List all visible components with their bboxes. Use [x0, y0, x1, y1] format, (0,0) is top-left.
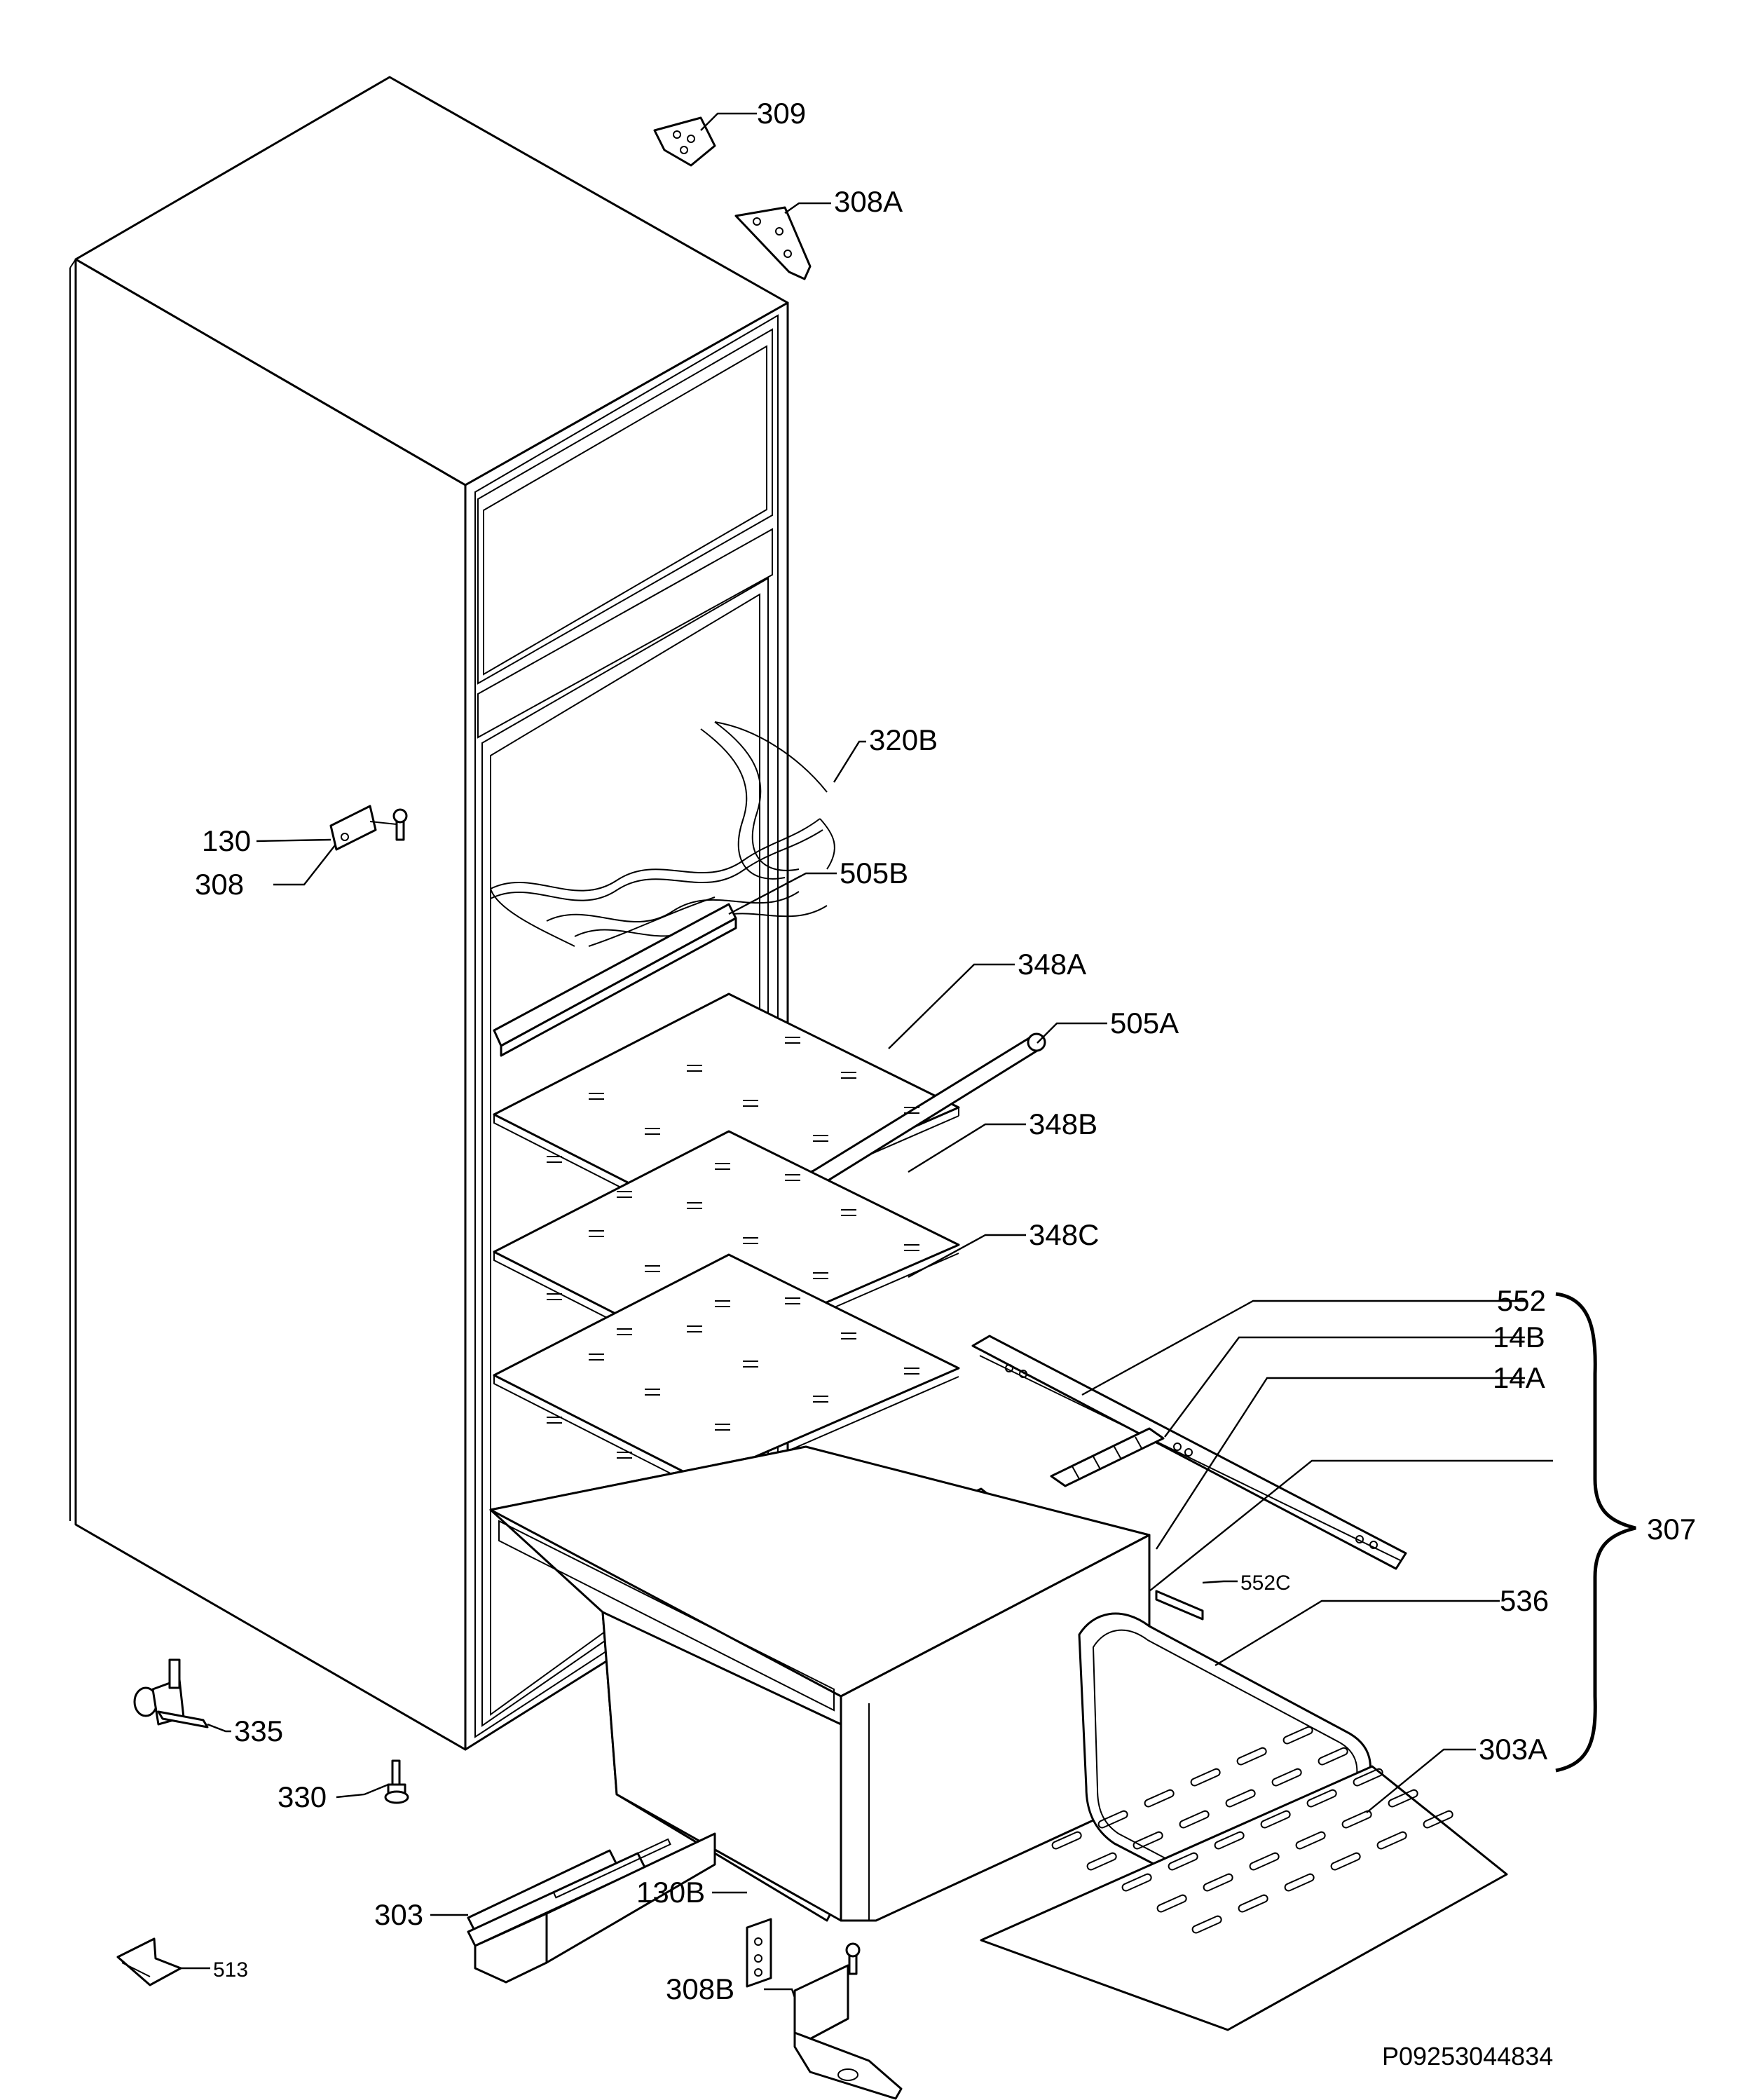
label-536: 536 — [1500, 1584, 1549, 1617]
label-320b: 320B — [869, 723, 938, 756]
vent-slot — [1121, 1873, 1152, 1892]
vent-slot — [1284, 1873, 1315, 1892]
label-308b: 308B — [666, 1972, 734, 2005]
slide-14a — [1050, 1427, 1165, 1487]
label-348c: 348C — [1029, 1218, 1099, 1251]
vent-slot — [1353, 1768, 1383, 1787]
vent-slot — [1260, 1810, 1291, 1829]
vent-slot — [1341, 1810, 1372, 1829]
label-307: 307 — [1647, 1513, 1696, 1546]
label-348a: 348A — [1018, 948, 1086, 981]
top-hinge-plate-308a — [734, 206, 812, 280]
label-130: 130 — [202, 824, 251, 857]
glass-texture — [547, 1037, 919, 1459]
clip-513 — [116, 1937, 182, 1986]
vent-slot — [1190, 1768, 1221, 1787]
vent-slot — [1330, 1852, 1361, 1871]
label-330: 330 — [278, 1780, 327, 1813]
crisper-rail-552 — [971, 1335, 1407, 1570]
label-505b: 505B — [840, 857, 908, 889]
crisper-drawer-536 — [489, 1445, 1151, 1922]
leader-lines — [181, 112, 1553, 1998]
label-308: 308 — [195, 868, 244, 901]
bottom-cover-303a — [980, 1726, 1508, 2031]
label-513: 513 — [213, 1958, 248, 1982]
label-308a: 308A — [834, 185, 903, 218]
label-348b: 348B — [1029, 1107, 1097, 1140]
vent-slot — [1318, 1747, 1348, 1766]
vent-slot — [1282, 1726, 1313, 1745]
side-hinge-130-308 — [329, 805, 408, 851]
part-labels: 309 308A 320B 130 308 505B 348A 505A 348… — [195, 97, 1696, 2071]
vent-slot — [1144, 1789, 1175, 1808]
label-14b: 14B — [1493, 1321, 1545, 1354]
label-303a: 303A — [1479, 1733, 1547, 1766]
drawing-code: P09253044834 — [1382, 2042, 1553, 2071]
top-hinge-plate-309 — [653, 116, 716, 167]
label-505a: 505A — [1110, 1007, 1179, 1039]
vent-slot — [1168, 1852, 1198, 1871]
vent-slot — [1236, 1747, 1267, 1766]
label-552c: 552C — [1240, 1571, 1291, 1595]
trim-strip-505b — [493, 903, 737, 1057]
label-303: 303 — [374, 1898, 423, 1931]
vent-slot — [1388, 1789, 1418, 1808]
vent-slot — [1295, 1831, 1326, 1850]
vent-slot — [1225, 1789, 1256, 1808]
foot-bracket-335 — [133, 1658, 209, 1729]
vent-slot — [1051, 1831, 1082, 1850]
vent-slot — [1271, 1768, 1302, 1787]
vent-slot — [1214, 1831, 1245, 1850]
vent-slot — [1156, 1894, 1187, 1913]
vent-slot — [1191, 1915, 1222, 1934]
drawer-stop-552c — [1155, 1590, 1204, 1621]
screw-330 — [384, 1759, 409, 1804]
label-14a: 14A — [1493, 1361, 1545, 1394]
label-130b: 130B — [636, 1876, 705, 1909]
vent-slot — [1179, 1810, 1210, 1829]
vent-slot — [1423, 1810, 1453, 1829]
label-552: 552 — [1497, 1284, 1546, 1317]
label-335: 335 — [234, 1714, 283, 1747]
label-309: 309 — [757, 97, 806, 130]
vent-slot — [1133, 1831, 1163, 1850]
vent-slot — [1238, 1894, 1268, 1913]
vent-slot — [1306, 1789, 1337, 1808]
base-cover-303 — [467, 1832, 716, 1984]
bottom-hinge-130b — [746, 1918, 772, 1988]
vent-slot — [1086, 1852, 1117, 1871]
vent-slot — [1097, 1810, 1128, 1829]
group-brace-307 — [1555, 1292, 1636, 1773]
vent-slot — [1249, 1852, 1280, 1871]
vent-slot — [1376, 1831, 1407, 1850]
bottom-hinge-308b — [793, 1942, 903, 2100]
vent-slot — [1203, 1873, 1233, 1892]
